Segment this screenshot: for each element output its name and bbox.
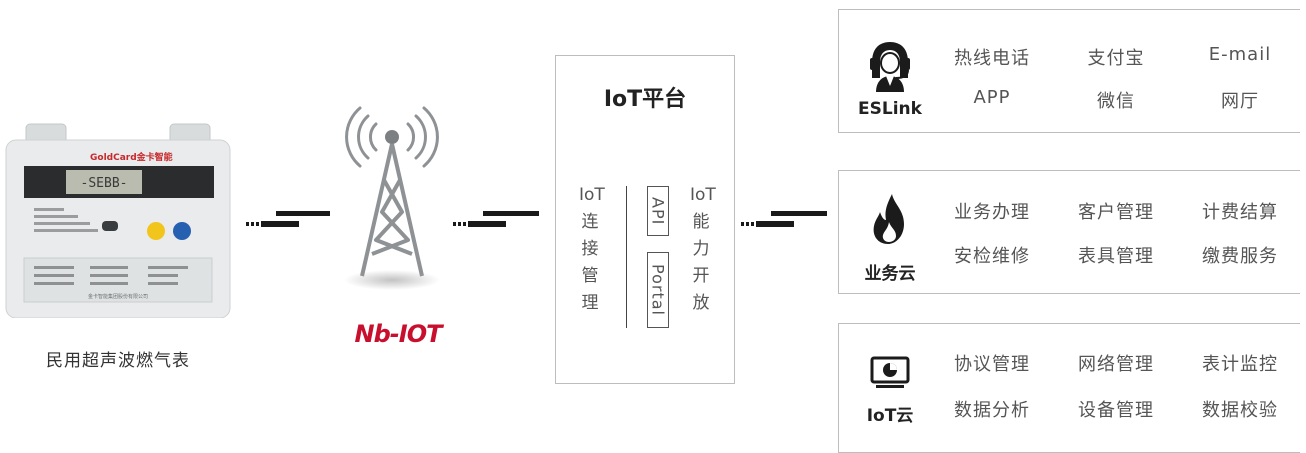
monitor-chart-icon bbox=[870, 356, 910, 388]
left-col-0: IoT bbox=[579, 185, 605, 205]
left-col-1: 连 bbox=[581, 212, 599, 232]
business-item: 客户管理 bbox=[1078, 202, 1154, 223]
iot-cloud-item: 网络管理 bbox=[1078, 354, 1154, 375]
iot-platform-box bbox=[555, 55, 735, 384]
platform-title: IoT平台 bbox=[603, 87, 687, 112]
eslink-panel bbox=[838, 9, 1300, 133]
gas-meter-image: GoldCard金卡智能 -SEBB- 金卡智能集团股份有限公司 bbox=[5, 123, 231, 318]
left-col-4: 理 bbox=[581, 293, 599, 313]
meter-lcd: -SEBB- bbox=[81, 176, 128, 191]
nb-iot-logo-text: Nb-IOT bbox=[355, 320, 445, 348]
iot-cloud-row-1: 协议管理 网络管理 表计监控 bbox=[930, 350, 1302, 376]
business-cloud-panel bbox=[838, 170, 1300, 294]
meter-caption: 民用超声波燃气表 bbox=[46, 351, 190, 371]
api-box: API bbox=[647, 186, 669, 236]
eslink-item: 微信 bbox=[1097, 91, 1135, 112]
iot-cloud-item: 协议管理 bbox=[954, 354, 1030, 375]
flame-icon bbox=[873, 194, 904, 244]
business-item: 安检维修 bbox=[954, 246, 1030, 267]
business-item: 缴费服务 bbox=[1202, 246, 1278, 267]
eslink-item: E-mail bbox=[1208, 44, 1272, 65]
right-col-3: 开 bbox=[692, 266, 710, 286]
iot-cloud-label: IoT云 bbox=[866, 406, 914, 426]
business-item: 业务办理 bbox=[954, 202, 1030, 223]
iot-cloud-item: 数据分析 bbox=[954, 400, 1030, 421]
business-cloud-label: 业务云 bbox=[864, 264, 916, 284]
left-col-2: 接 bbox=[581, 239, 599, 259]
platform-capability-open: IoT 能 力 开 放 bbox=[690, 182, 716, 317]
eslink-row-1: 热线电话 支付宝 E-mail bbox=[930, 44, 1302, 70]
eslink-item: APP bbox=[973, 87, 1011, 108]
connector-tower-platform bbox=[453, 211, 539, 227]
person-headset-icon bbox=[870, 42, 910, 92]
cell-tower-icon bbox=[344, 106, 440, 290]
right-col-0: IoT bbox=[690, 185, 716, 205]
platform-divider bbox=[626, 186, 627, 328]
eslink-item: 热线电话 bbox=[954, 48, 1030, 69]
connector-meter-tower bbox=[246, 211, 330, 227]
eslink-label: ESLink bbox=[858, 99, 922, 119]
iot-cloud-item: 数据校验 bbox=[1202, 400, 1278, 421]
meter-brand: GoldCard金卡智能 bbox=[90, 151, 173, 163]
left-col-3: 管 bbox=[581, 266, 599, 286]
right-col-4: 放 bbox=[692, 293, 710, 313]
iot-cloud-item: 表计监控 bbox=[1202, 354, 1278, 375]
api-label: API bbox=[648, 196, 668, 226]
business-row-2: 安检维修 表具管理 缴费服务 bbox=[930, 242, 1302, 268]
eslink-item: 支付宝 bbox=[1087, 48, 1145, 69]
business-item: 计费结算 bbox=[1202, 202, 1278, 223]
right-col-1: 能 bbox=[692, 212, 710, 232]
iot-cloud-item: 设备管理 bbox=[1078, 400, 1154, 421]
meter-footer: 金卡智能集团股份有限公司 bbox=[88, 293, 148, 300]
eslink-item: 网厅 bbox=[1221, 91, 1259, 112]
business-row-1: 业务办理 客户管理 计费结算 bbox=[930, 198, 1302, 224]
nb-iot-logo: Nb-IOT bbox=[355, 320, 446, 348]
right-col-2: 力 bbox=[692, 239, 710, 259]
eslink-row-2: APP 微信 网厅 bbox=[930, 87, 1302, 113]
connector-platform-services bbox=[741, 211, 827, 227]
iot-cloud-row-2: 数据分析 设备管理 数据校验 bbox=[930, 396, 1302, 422]
portal-box: Portal bbox=[647, 252, 669, 328]
platform-connection-management: IoT 连 接 管 理 bbox=[579, 182, 605, 317]
business-item: 表具管理 bbox=[1078, 246, 1154, 267]
portal-label: Portal bbox=[648, 264, 668, 316]
